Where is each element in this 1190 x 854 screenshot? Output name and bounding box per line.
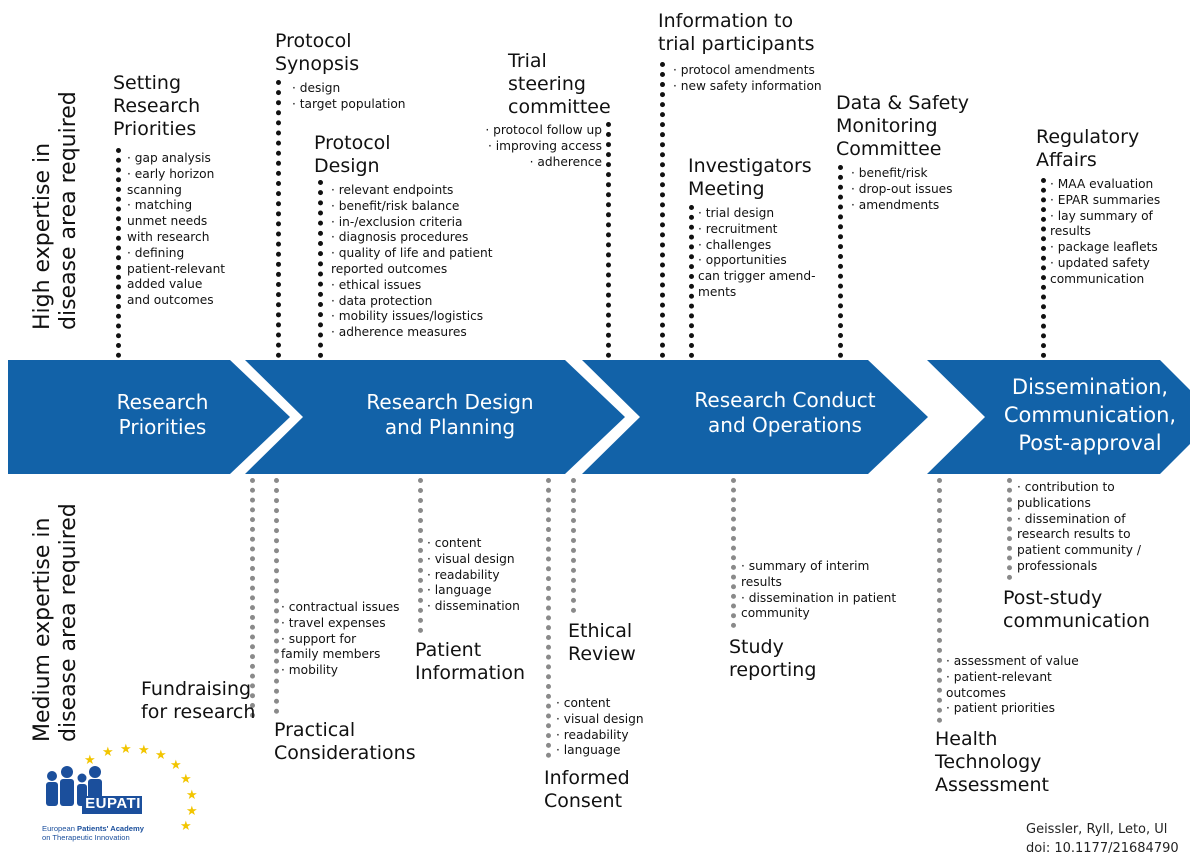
protocol-design-items: · relevant endpoints · benefit/risk bala… bbox=[331, 183, 493, 340]
hta-items: · assessment of value · patient-relevant… bbox=[946, 654, 1079, 716]
informed-consent-title: Informed Consent bbox=[544, 767, 630, 812]
eupati-logo-graphic: ★ ★ ★ ★ ★ ★ ★ ★ ★ ★ bbox=[46, 742, 198, 832]
dash-patientinfo bbox=[418, 478, 423, 633]
dash-ethical bbox=[571, 478, 576, 613]
eupati-subtitle-accent: Patients' Academy bbox=[77, 824, 144, 833]
dash-consent bbox=[546, 478, 551, 758]
hta-title: Health Technology Assessment bbox=[935, 728, 1049, 796]
citation-block: Geissler, Ryll, Leto, Ul doi: 10.1177/21… bbox=[1026, 820, 1190, 854]
dash-hta bbox=[937, 478, 942, 723]
informed-consent-items: · content · visual design · readability … bbox=[556, 696, 644, 758]
information-to-participants-title: Information to trial participants bbox=[658, 10, 815, 55]
regulatory-affairs-items: · MAA evaluation · EPAR summaries · lay … bbox=[1050, 177, 1161, 286]
svg-text:★: ★ bbox=[170, 758, 182, 773]
patient-information-title: Patient Information bbox=[415, 639, 525, 684]
study-reporting-items: · summary of interim results · dissemina… bbox=[741, 559, 897, 621]
eupati-logo-name: EUPATI bbox=[85, 795, 141, 812]
arrow-research-design bbox=[245, 360, 625, 474]
arrow-label-dissemination: Dissemination, Communication, Post-appro… bbox=[1003, 375, 1177, 455]
data-safety-monitoring-title: Data & Safety Monitoring Committee bbox=[836, 92, 970, 160]
arrow-research-priorities bbox=[8, 360, 290, 474]
dash-regulatory bbox=[1041, 178, 1046, 358]
investigators-meeting-title: Investigators Meeting bbox=[688, 155, 812, 200]
setting-research-priorities-items: · gap analysis · early horizon scanning … bbox=[127, 151, 226, 308]
eupati-logo-subtitle: European Patients' Academy on Therapeuti… bbox=[42, 824, 144, 842]
high-expertise-label: High expertise in disease area required bbox=[30, 91, 81, 330]
arrow-dissemination bbox=[927, 360, 1190, 474]
star-ring: ★ ★ ★ ★ ★ ★ ★ ★ ★ ★ bbox=[84, 742, 198, 832]
protocol-synopsis-title: Protocol Synopsis bbox=[275, 30, 360, 75]
data-safety-monitoring-items: · benefit/risk · drop-out issues · amend… bbox=[851, 166, 953, 212]
practical-considerations-items: · contractual issues · travel expenses ·… bbox=[281, 600, 400, 678]
trial-steering-committee-title: Trial steering committee bbox=[508, 50, 611, 118]
dash-reporting bbox=[731, 478, 736, 628]
medium-expertise-label: Medium expertise in disease area require… bbox=[30, 503, 81, 742]
process-arrow-band bbox=[8, 360, 1190, 474]
dash-fundraising bbox=[250, 478, 255, 718]
setting-research-priorities-title: Setting Research Priorities bbox=[113, 72, 201, 140]
arrow-label-research-priorities: Research Priorities bbox=[116, 390, 209, 439]
dash-steering bbox=[606, 122, 611, 358]
protocol-synopsis-items: · design · target population bbox=[292, 81, 406, 111]
arrow-research-conduct bbox=[582, 360, 928, 474]
arrow-label-research-design: Research Design and Planning bbox=[366, 390, 534, 439]
eupati-badge bbox=[82, 796, 142, 814]
dash-dsmc bbox=[838, 165, 843, 358]
dash-investigators bbox=[689, 205, 694, 358]
ethical-review-title: Ethical Review bbox=[568, 620, 636, 665]
eupati-subtitle-prefix: European bbox=[42, 824, 78, 833]
svg-text:★: ★ bbox=[180, 772, 192, 787]
post-study-communication-items: · contribution to publications · dissemi… bbox=[1017, 480, 1141, 573]
study-reporting-title: Study reporting bbox=[729, 636, 817, 681]
svg-text:★: ★ bbox=[120, 742, 132, 757]
svg-text:★: ★ bbox=[102, 745, 114, 760]
dash-info bbox=[660, 62, 665, 358]
arrow-label-research-conduct: Research Conduct and Operations bbox=[694, 388, 876, 437]
svg-text:★: ★ bbox=[155, 748, 167, 763]
dash-design bbox=[318, 180, 323, 358]
dash-synopsis bbox=[276, 80, 281, 358]
fundraising-title: Fundraising for research bbox=[141, 678, 256, 723]
eupati-subtitle-line2: on Therapeutic Innovation bbox=[42, 833, 130, 842]
information-to-participants-items: · protocol amendments · new safety infor… bbox=[673, 63, 822, 93]
citation-authors: Geissler, Ryll, Leto, Ul bbox=[1026, 822, 1168, 837]
svg-text:★: ★ bbox=[138, 743, 150, 758]
svg-text:★: ★ bbox=[186, 804, 198, 819]
post-study-communication-title: Post-study communication bbox=[1003, 587, 1150, 632]
protocol-design-title: Protocol Design bbox=[314, 132, 391, 177]
trial-steering-committee-items: · protocol follow up · improving access … bbox=[485, 123, 602, 169]
patient-information-items: · content · visual design · readability … bbox=[427, 536, 520, 614]
citation-doi: doi: 10.1177/21684790 bbox=[1026, 841, 1179, 854]
svg-text:★: ★ bbox=[84, 753, 96, 768]
practical-considerations-title: Practical Considerations bbox=[274, 719, 416, 764]
dash-poststudy bbox=[1007, 478, 1012, 580]
svg-text:★: ★ bbox=[186, 788, 198, 803]
regulatory-affairs-title: Regulatory Affairs bbox=[1036, 126, 1140, 171]
investigators-meeting-items: · trial design · recruitment · challenge… bbox=[698, 206, 816, 299]
dash-practical bbox=[274, 478, 279, 714]
svg-text:★: ★ bbox=[180, 819, 192, 832]
dash-setting bbox=[116, 148, 121, 358]
